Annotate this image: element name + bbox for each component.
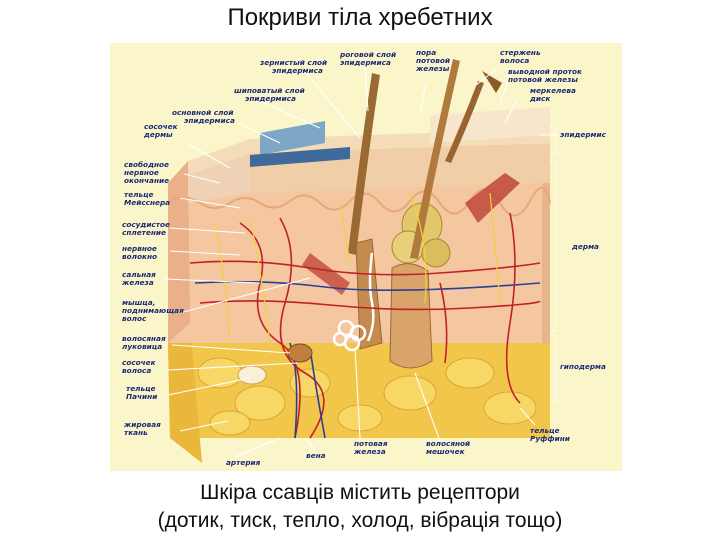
label-hair-shaft: стержень (500, 48, 541, 57)
label-hair-papilla: сосочек (122, 358, 157, 367)
pacinian-corpuscle (237, 365, 267, 385)
svg-text:Руффини: Руффини (530, 434, 570, 443)
skin-block (168, 59, 551, 463)
svg-text:потовой: потовой (416, 56, 450, 65)
svg-text:железа: железа (121, 278, 154, 287)
label-pacinian: тельце (126, 384, 156, 393)
svg-text:эпидермиса: эпидермиса (340, 58, 391, 67)
slide-title: Покриви тіла хребетних (227, 4, 493, 31)
svg-text:волоса: волоса (122, 366, 151, 375)
svg-text:дермы: дермы (143, 130, 173, 139)
svg-text:сплетение: сплетение (122, 228, 166, 237)
stratum-layer-blue (260, 121, 325, 155)
label-vascular-plexus: сосудистое (122, 220, 170, 229)
svg-text:железы: железы (415, 64, 450, 73)
nerve-fibers (214, 192, 501, 344)
svg-text:окончание: окончание (124, 176, 169, 185)
label-fat-tissue: жировая (123, 420, 161, 429)
label-free-nerve-ending: свободное (124, 160, 169, 169)
svg-text:волокно: волокно (122, 252, 157, 261)
svg-text:луковица: луковица (122, 342, 162, 351)
hair-shafts (348, 59, 502, 259)
label-basal-layer: основной слой (172, 108, 234, 117)
svg-text:эпидермиса: эпидермиса (184, 116, 235, 125)
layer-brackets (550, 126, 557, 402)
svg-text:потовой железы: потовой железы (508, 75, 578, 84)
label-dermal-papilla: сосочек (144, 122, 179, 131)
blood-vessels (189, 212, 541, 439)
label-hypodermis: гиподерма (560, 362, 606, 371)
svg-text:поднимающая: поднимающая (122, 306, 184, 315)
svg-text:нервное: нервное (124, 168, 159, 177)
label-spinous-layer: шиповатый слой (234, 86, 305, 95)
label-hair-follicle: волосяной (426, 439, 470, 448)
label-epidermis: эпидермис (560, 130, 607, 139)
hair-bulb (287, 343, 313, 363)
svg-text:ткань: ткань (124, 428, 148, 437)
label-sweat-gland: потовая (354, 439, 388, 448)
svg-text:эпидермиса: эпидермиса (245, 94, 296, 103)
caption-line-1: Шкіра ссавців містить рецептори (200, 481, 520, 504)
label-granular-layer: зернистый слой (259, 58, 327, 67)
svg-text:железа: железа (353, 447, 386, 456)
leader-lines (163, 64, 556, 458)
svg-text:мешочек: мешочек (426, 447, 466, 456)
label-hair-bulb: волосяная (122, 334, 166, 343)
label-ruffini: тельце (530, 426, 560, 435)
label-sebaceous-gland: сальная (122, 270, 156, 279)
skin-cross-section-diagram: зернистый слой эпидермиса роговой слой э… (110, 43, 622, 471)
label-vein: вена (306, 451, 326, 460)
basal-layer (250, 147, 350, 167)
arrector-pili-muscle (465, 173, 520, 223)
svg-text:Мейсснера: Мейсснера (124, 198, 170, 207)
svg-text:эпидермиса: эпидермиса (272, 66, 323, 75)
label-dermis: дерма (571, 242, 599, 251)
label-artery: артерия (226, 458, 261, 467)
label-sweat-duct: выводной проток (508, 67, 583, 76)
label-meissner-corpuscle: тельце (124, 190, 154, 199)
caption-line-2: (дотик, тиск, тепло, холод, вібрація тощ… (157, 509, 563, 532)
diagram-labels: зернистый слой эпидермиса роговой слой э… (121, 48, 607, 467)
label-nerve-fiber: нервное (122, 244, 157, 253)
label-sweat-pore: пора (416, 48, 436, 57)
label-arrector-pili: мышца, (122, 298, 155, 307)
svg-text:диск: диск (529, 94, 551, 103)
svg-text:волоса: волоса (500, 56, 529, 65)
label-stratum-corneum: роговой слой (339, 50, 396, 59)
svg-text:волос: волос (122, 314, 147, 323)
label-merkel-disc: меркелева (530, 86, 576, 95)
sweat-gland (332, 252, 375, 352)
svg-text:Пачини: Пачини (126, 392, 157, 401)
fat-lobules (197, 357, 537, 436)
